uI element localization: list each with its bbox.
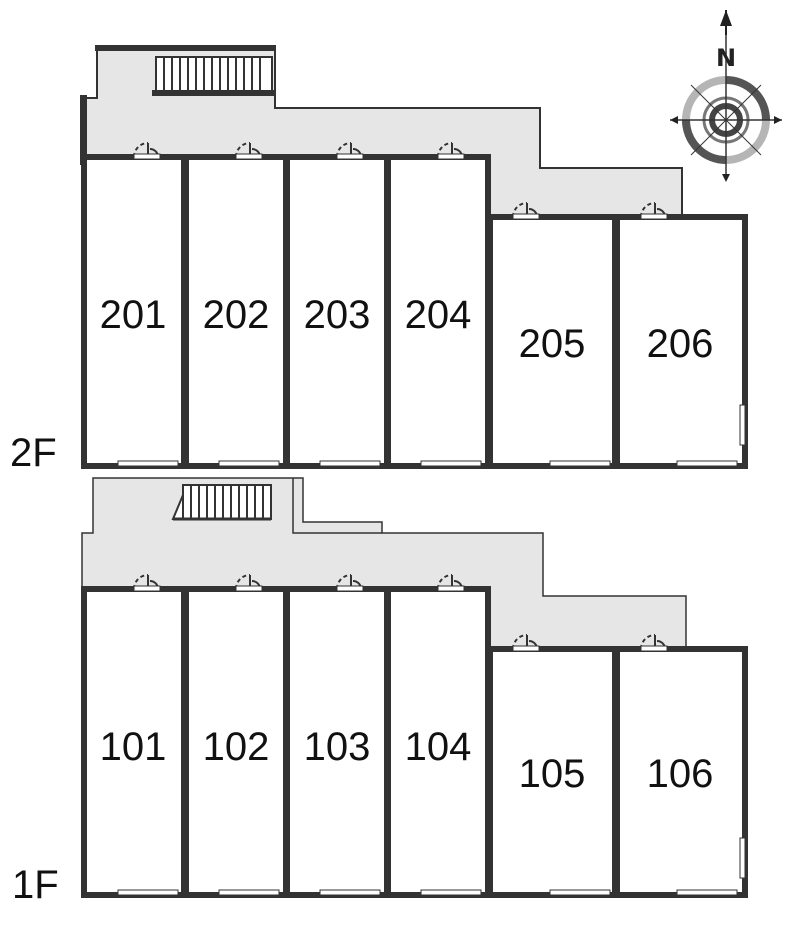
floor-label-1f: 1F bbox=[12, 863, 59, 907]
room-label-205: 205 bbox=[519, 322, 586, 366]
north-label: N bbox=[716, 44, 736, 72]
room-label-202: 202 bbox=[203, 293, 270, 337]
room-label-102: 102 bbox=[203, 725, 270, 769]
room-label-101: 101 bbox=[100, 725, 167, 769]
floor-1f: 101 102 103 104 105 106 1F bbox=[12, 477, 748, 907]
room-label-105: 105 bbox=[519, 752, 586, 796]
compass-icon: N bbox=[670, 10, 782, 182]
room-label-103: 103 bbox=[304, 725, 371, 769]
rooms-2f bbox=[81, 154, 748, 469]
floor-2f: 201 202 203 204 205 206 2F bbox=[10, 45, 748, 475]
room-label-201: 201 bbox=[100, 293, 167, 337]
room-label-106: 106 bbox=[647, 752, 714, 796]
staircase-1f bbox=[171, 484, 272, 521]
room-106[interactable] bbox=[614, 646, 748, 898]
staircase-2f bbox=[152, 56, 276, 96]
room-label-104: 104 bbox=[405, 725, 472, 769]
stair-landing-2f bbox=[95, 45, 276, 51]
room-203[interactable] bbox=[284, 154, 390, 469]
room-204[interactable] bbox=[385, 154, 491, 469]
room-label-204: 204 bbox=[405, 293, 472, 337]
room-206[interactable] bbox=[614, 214, 748, 469]
room-label-203: 203 bbox=[304, 293, 371, 337]
floor-label-2f: 2F bbox=[10, 431, 57, 475]
room-201[interactable] bbox=[81, 154, 187, 469]
room-label-206: 206 bbox=[647, 322, 714, 366]
